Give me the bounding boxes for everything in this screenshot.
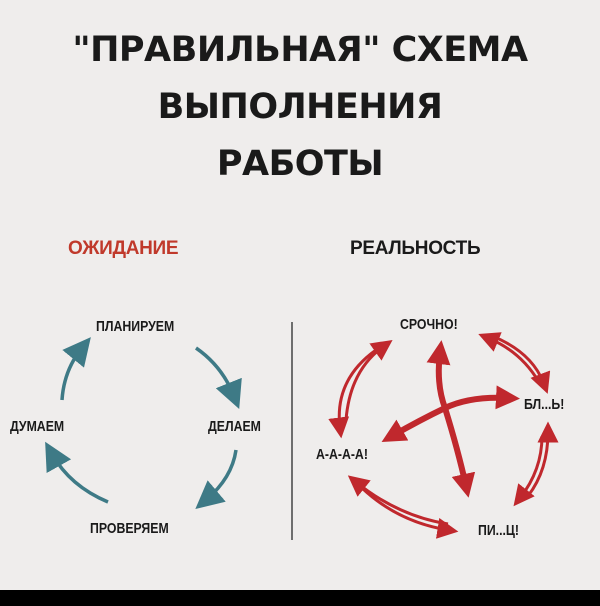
reality-arrows: [328, 332, 559, 539]
expectation-arrows: [45, 337, 242, 510]
arrow-plan-to-do: [195, 346, 242, 409]
expectation-heading: ОЖИДАНИЕ: [68, 238, 179, 259]
arrow-bl-to-urgent: [478, 332, 542, 385]
label-think: ДУМАЕМ: [10, 418, 65, 435]
reality-heading: РЕАЛЬНОСТЬ: [350, 238, 481, 259]
arrow-urgent-to-aaa: [328, 348, 377, 439]
title-line-1: "ПРАВИЛЬНАЯ" СХЕМА: [72, 30, 528, 70]
arrow-center-to-pi: [442, 407, 476, 498]
label-check: ПРОВЕРЯЕМ: [90, 520, 169, 537]
label-plan: ПЛАНИРУЕМ: [96, 318, 175, 335]
label-do: ДЕЛАЕМ: [208, 418, 261, 435]
label-aaa: А-А-А-А!: [316, 446, 368, 463]
arrow-pi-to-aaa: [347, 475, 449, 526]
arrow-aaa-to-urgent: [344, 339, 393, 421]
arrow-center-to-urgent: [426, 340, 451, 410]
label-bl: БЛ...Ь!: [524, 396, 565, 413]
arrow-check-to-think: [45, 441, 109, 504]
label-pi: ПИ...Ц!: [478, 522, 520, 539]
arrow-center-to-bl: [443, 385, 520, 411]
label-urgent: СРОЧНО!: [400, 316, 458, 333]
bottom-black-bar: [0, 590, 600, 606]
arrow-think-to-plan: [60, 337, 91, 401]
arrow-do-to-check: [195, 449, 238, 510]
arrow-bl-to-pi: [513, 435, 544, 507]
arrow-center-to-aaa: [381, 405, 447, 442]
diagram-title: "ПРАВИЛЬНАЯ" СХЕМА ВЫПОЛНЕНИЯ РАБОТЫ: [0, 22, 600, 193]
title-line-3: РАБОТЫ: [216, 144, 384, 184]
title-line-2: ВЫПОЛНЕНИЯ: [157, 87, 443, 127]
arrow-pi-to-bl: [526, 421, 559, 497]
